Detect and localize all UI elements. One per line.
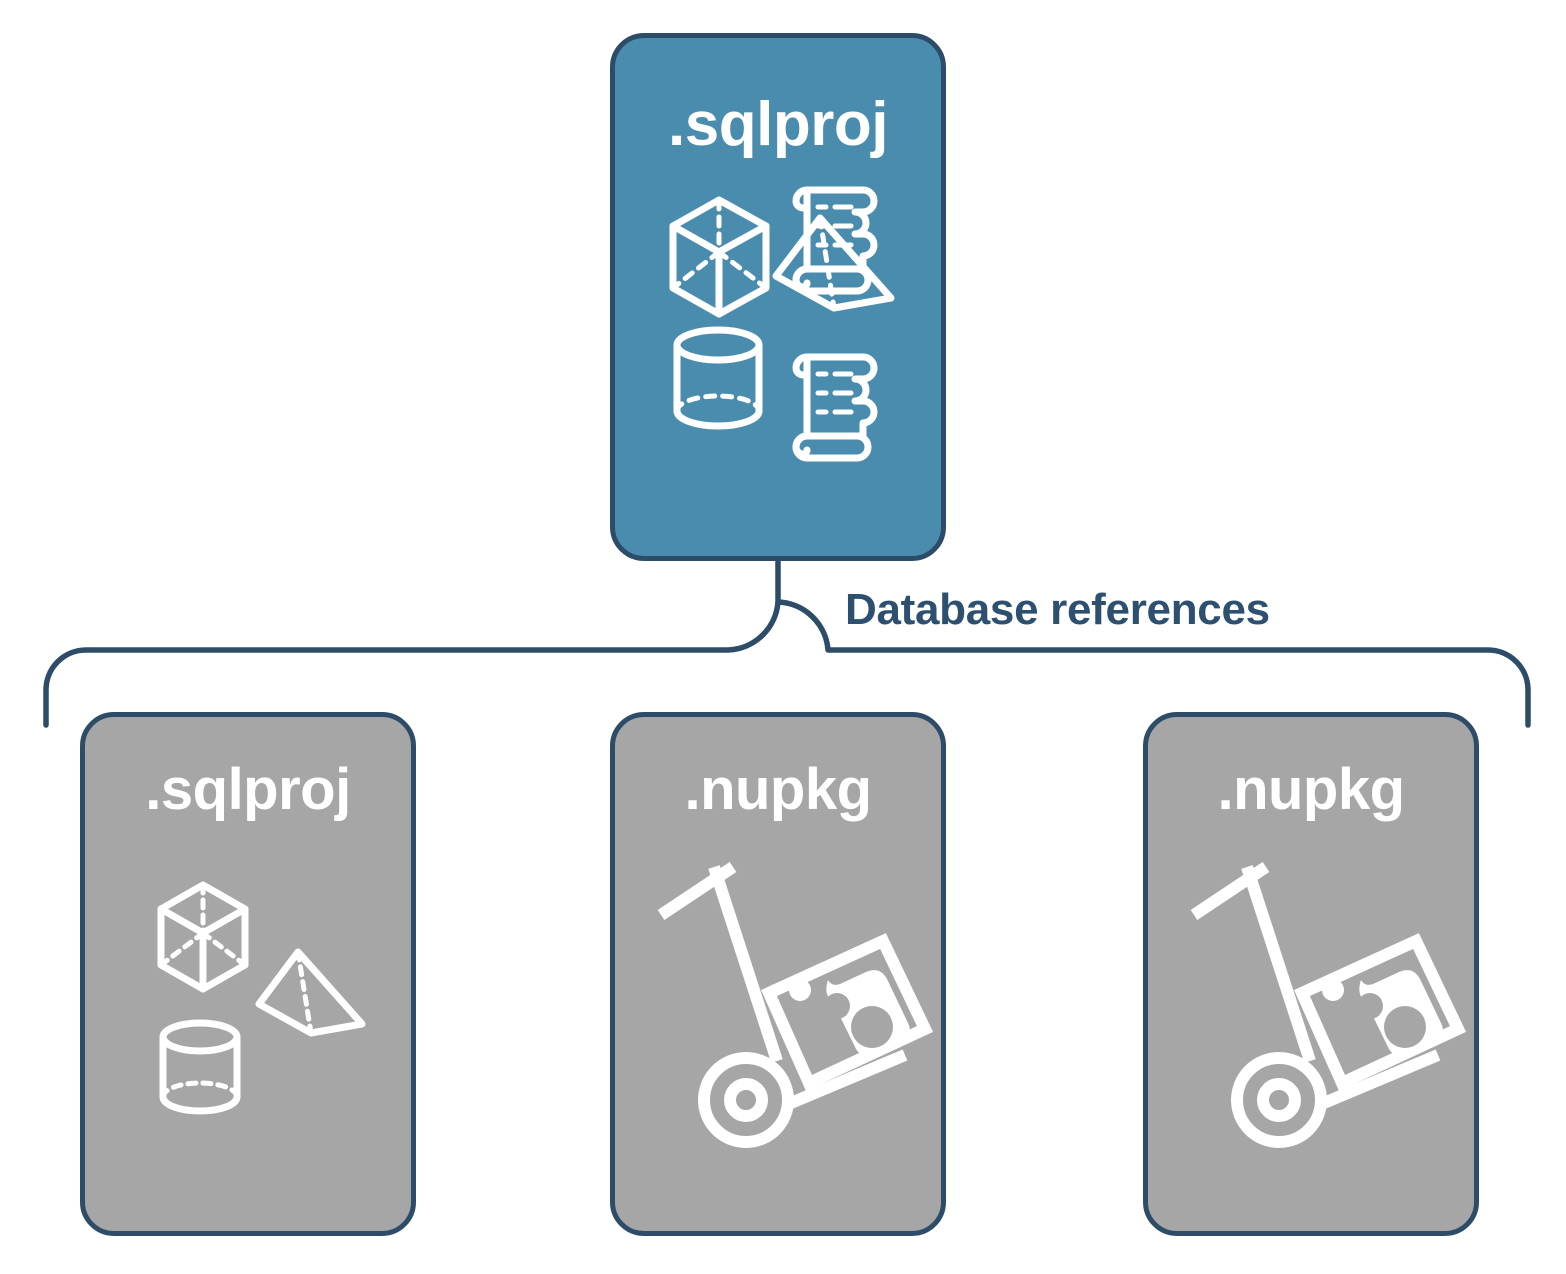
scroll-icon bbox=[792, 353, 878, 462]
reference-node-label: .nupkg bbox=[1217, 757, 1405, 822]
root-node-icon-group bbox=[661, 178, 905, 462]
reference-node-sqlproj[interactable]: .sqlproj bbox=[80, 712, 416, 1236]
nuget-logo-holes bbox=[824, 993, 893, 1048]
root-node-label: .sqlproj bbox=[668, 90, 888, 159]
reference-node-nupkg-1[interactable]: .nupkg bbox=[610, 712, 946, 1236]
root-node-sqlproj[interactable]: .sqlproj bbox=[610, 33, 946, 561]
scroll-icon bbox=[792, 186, 878, 295]
package-hand-truck-icon bbox=[1190, 862, 1467, 1148]
nuget-logo-shape bbox=[789, 970, 910, 1056]
cube-icon bbox=[669, 196, 770, 318]
nuget-logo-shape bbox=[1322, 970, 1443, 1056]
reference-node-label: .sqlproj bbox=[145, 757, 351, 822]
pyramid-icon bbox=[255, 948, 366, 1037]
brace-label: Database references bbox=[845, 585, 1270, 634]
pyramid-icon bbox=[772, 214, 895, 312]
cylinder-icon bbox=[673, 326, 763, 430]
cylinder-icon bbox=[159, 1019, 241, 1115]
reference-node-label: .nupkg bbox=[684, 757, 872, 822]
reference-node-icon-group bbox=[615, 847, 951, 1227]
package-hand-truck-icon bbox=[657, 862, 934, 1148]
reference-node-nupkg-2[interactable]: .nupkg bbox=[1143, 712, 1479, 1236]
reference-node-icon-group bbox=[1148, 847, 1484, 1227]
nuget-logo-holes bbox=[1357, 993, 1426, 1048]
cube-icon bbox=[157, 881, 249, 993]
reference-node-icon-group bbox=[85, 847, 421, 1227]
